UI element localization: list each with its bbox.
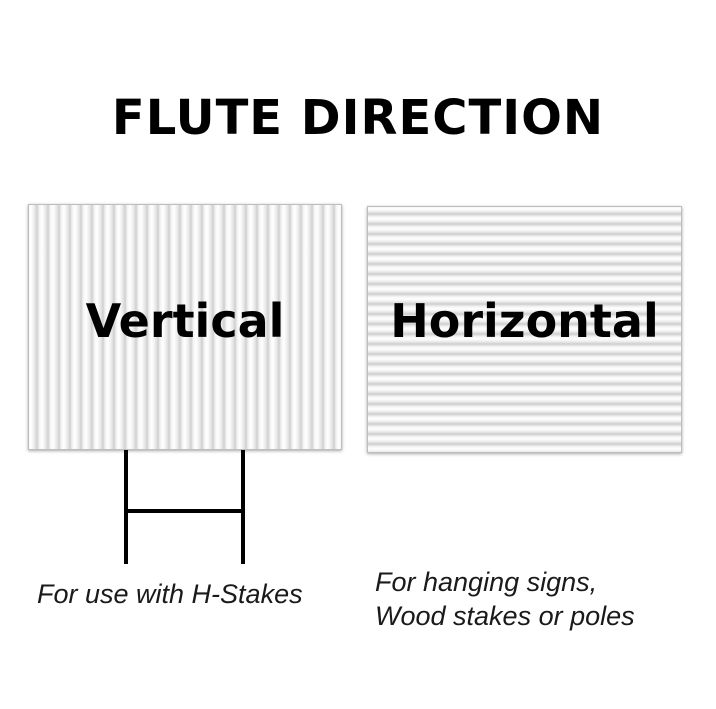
h-stake-right-leg: [241, 450, 245, 564]
h-stake-crossbar: [124, 509, 245, 513]
horizontal-flute-sign: Horizontal: [367, 206, 682, 453]
horizontal-caption-line-1: For hanging signs,: [375, 567, 598, 597]
vertical-sign-label: Vertical: [85, 294, 285, 348]
h-stake-left-leg: [124, 450, 128, 564]
horizontal-caption-line-2: Wood stakes or poles: [375, 601, 635, 631]
vertical-flute-sign: Vertical: [28, 204, 342, 450]
horizontal-sign-label: Horizontal: [390, 294, 659, 348]
vertical-caption: For use with H-Stakes: [37, 579, 303, 609]
page-title: FLUTE DIRECTION: [111, 90, 605, 146]
